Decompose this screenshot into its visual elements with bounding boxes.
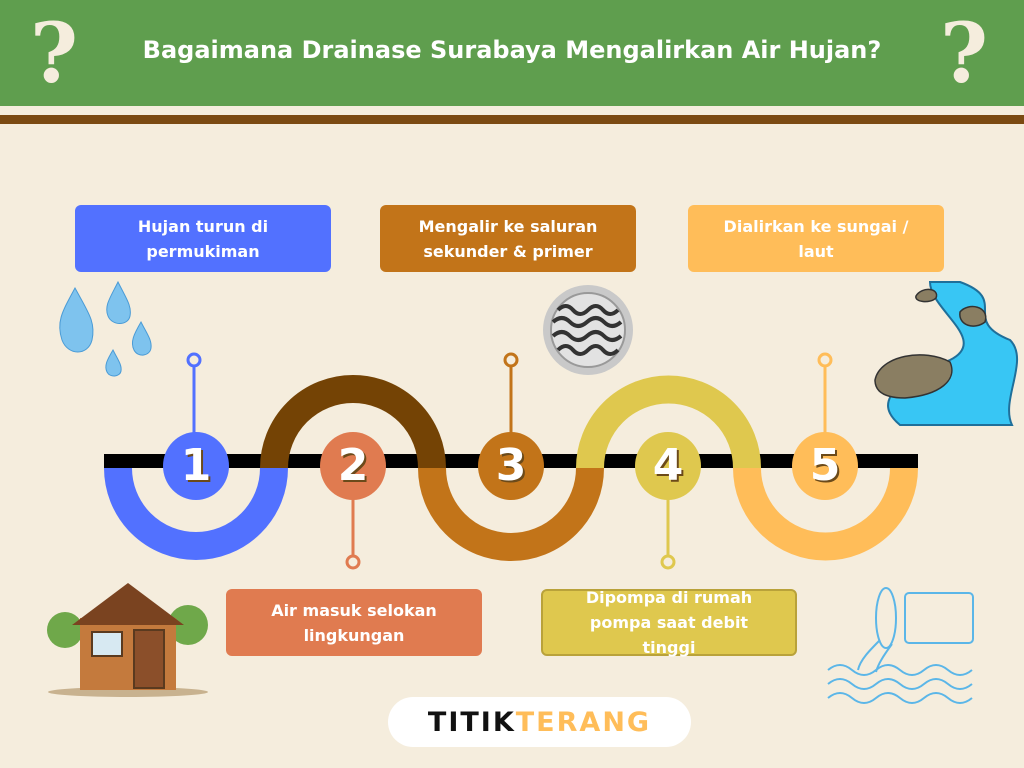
logo-part-2: TERANG bbox=[515, 707, 652, 738]
pin-2 bbox=[345, 554, 361, 570]
step-3-box: Mengalir ke saluran sekunder & primer bbox=[380, 205, 636, 272]
step-3-circle bbox=[478, 432, 544, 500]
step-1-number: 1 bbox=[180, 440, 212, 491]
step-5-box: Dialirkan ke sungai / laut bbox=[688, 205, 944, 272]
step-4-circle bbox=[635, 432, 701, 500]
arc-4 bbox=[576, 375, 761, 469]
step-4-box: Dipompa di rumah pompa saat debit tinggi bbox=[541, 588, 797, 657]
raindrops-icon bbox=[59, 280, 152, 377]
question-mark-icon: ? bbox=[940, 6, 989, 102]
brand-logo: TITIKTERANG bbox=[388, 697, 691, 747]
pin-1 bbox=[186, 352, 202, 368]
question-mark-icon: ? bbox=[30, 6, 79, 102]
arc-1 bbox=[104, 467, 288, 560]
house-icon bbox=[47, 583, 208, 697]
divider bbox=[0, 115, 1024, 124]
step-2-circle bbox=[320, 432, 386, 500]
step-1-circle bbox=[163, 432, 229, 500]
manhole-icon bbox=[543, 285, 633, 375]
step-2-box: Air masuk selokan lingkungan bbox=[226, 589, 482, 656]
arc-2 bbox=[260, 375, 446, 469]
step-2-number: 2 bbox=[337, 440, 369, 491]
drain-pipe-icon bbox=[827, 587, 974, 704]
step-5-number: 5 bbox=[809, 440, 841, 491]
arc-5 bbox=[733, 467, 918, 561]
arc-3 bbox=[418, 467, 604, 561]
pin-3 bbox=[503, 352, 519, 368]
river-icon bbox=[874, 281, 1019, 426]
page-title: Bagaimana Drainase Surabaya Mengalirkan … bbox=[142, 36, 882, 64]
header-banner bbox=[0, 0, 1024, 106]
step-1-box: Hujan turun di permukiman bbox=[75, 205, 331, 272]
step-3-number: 3 bbox=[495, 440, 527, 491]
step-5-circle bbox=[792, 432, 858, 500]
step-4-number: 4 bbox=[652, 440, 684, 491]
logo-part-1: TITIK bbox=[427, 707, 516, 738]
pin-5 bbox=[817, 352, 833, 368]
pin-4 bbox=[660, 554, 676, 570]
